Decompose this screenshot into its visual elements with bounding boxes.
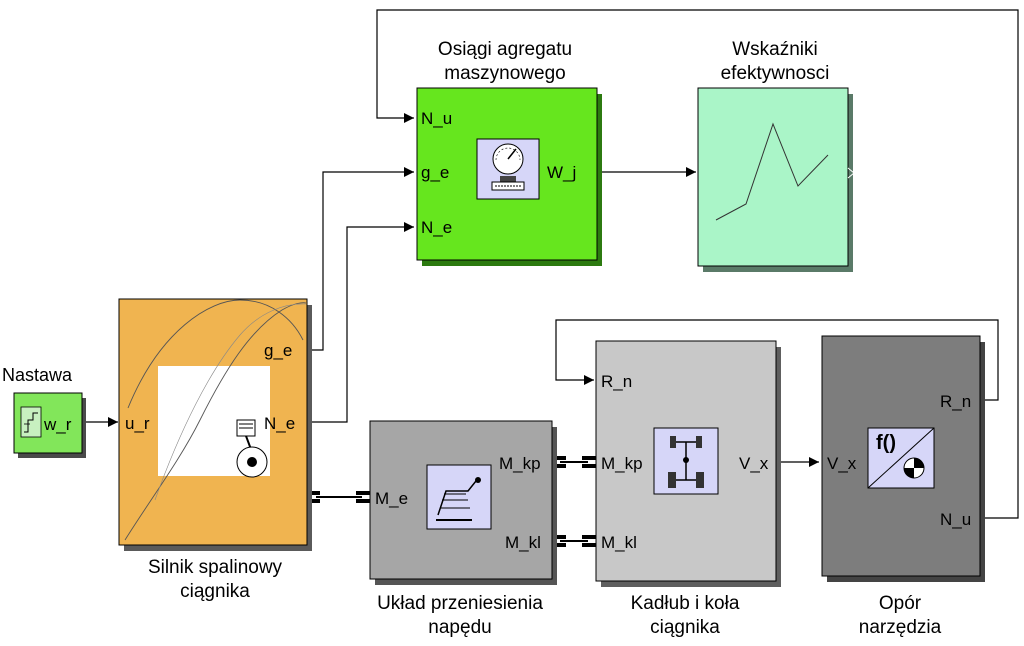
osiagi-title: Osiągi agregatu maszynowego bbox=[437, 39, 573, 84]
uklad-caption: Układ przeniesienia napędu bbox=[377, 593, 543, 638]
kadlub-port-mkl: M_kl bbox=[601, 533, 637, 552]
silnik-port-ne: N_e bbox=[264, 414, 296, 433]
silnik-block[interactable] bbox=[118, 298, 312, 551]
nastawa-block[interactable] bbox=[13, 392, 86, 458]
line-ge-to-osiagi[interactable] bbox=[306, 167, 414, 351]
gearbox-icon bbox=[426, 464, 492, 530]
chassis-icon bbox=[653, 427, 719, 495]
consumption-curve bbox=[154, 303, 307, 501]
osiagi-port-ne: N_e bbox=[421, 218, 453, 237]
nastawa-port-wr: w_r bbox=[44, 415, 72, 434]
opor-port-rn: R_n bbox=[940, 392, 972, 411]
signal-lines bbox=[86, 9, 1019, 542]
osiagi-port-nu: N_u bbox=[421, 109, 453, 128]
scope-trace bbox=[715, 122, 829, 221]
kadlub-port-rn: R_n bbox=[601, 372, 633, 391]
kadlub-port-vx: V_x bbox=[739, 454, 769, 473]
kadlub-port-mkp: M_kp bbox=[601, 454, 643, 473]
wskazniki-title: Wskaźniki efektywnosci bbox=[720, 39, 830, 84]
physical-port-glyphs bbox=[306, 456, 596, 547]
opor-caption: Opór narzędzia bbox=[858, 593, 942, 638]
line-ne-to-osiagi[interactable] bbox=[306, 222, 414, 423]
opor-block[interactable] bbox=[821, 335, 985, 582]
wskazniki-block[interactable] bbox=[697, 87, 855, 272]
silnik-port-ur: u_r bbox=[125, 414, 150, 433]
nastawa-title: Nastawa bbox=[2, 365, 73, 385]
silnik-caption: Silnik spalinowy ciągnika bbox=[147, 557, 283, 602]
kadlub-block[interactable] bbox=[595, 340, 781, 587]
opor-port-nu: N_u bbox=[940, 510, 972, 529]
uklad-port-me: M_e bbox=[375, 489, 409, 508]
osiagi-port-wj: W_j bbox=[547, 163, 577, 182]
kadlub-caption: Kadłub i koła ciągnika bbox=[630, 593, 740, 638]
uklad-port-mkp: M_kp bbox=[499, 454, 541, 473]
gauge-icon bbox=[476, 138, 540, 200]
osiagi-block[interactable] bbox=[416, 87, 602, 266]
line-nu-feedback[interactable] bbox=[376, 9, 1019, 519]
osiagi-port-ge: g_e bbox=[421, 163, 450, 182]
opor-port-vx: V_x bbox=[827, 454, 857, 473]
piston-icon bbox=[236, 419, 268, 478]
torque-curve bbox=[127, 299, 304, 409]
silnik-port-ge: g_e bbox=[264, 341, 293, 360]
uklad-block[interactable] bbox=[369, 420, 557, 585]
step-signal-icon bbox=[20, 406, 42, 438]
opor-function-label: f() bbox=[876, 432, 896, 454]
function-icon bbox=[867, 427, 935, 489]
line-rn-feedback[interactable] bbox=[555, 319, 999, 401]
uklad-port-mkl: M_kl bbox=[505, 533, 541, 552]
